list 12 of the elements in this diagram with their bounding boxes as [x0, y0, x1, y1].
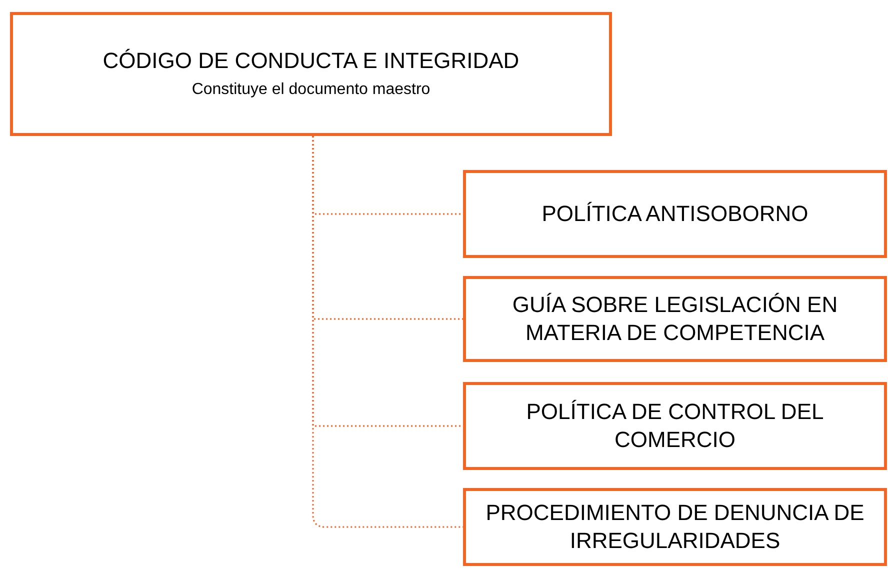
box-title: CÓDIGO DE CONDUCTA E INTEGRIDAD — [102, 47, 520, 75]
box-title: POLÍTICA ANTISOBORNO — [542, 200, 808, 228]
box-title: PROCEDIMIENTO DE DENUNCIA DE IRREGULARIDADES — [484, 499, 866, 555]
document-box — [463, 170, 887, 258]
box-subtitle: Constituye el documento maestro — [192, 80, 430, 100]
document-box — [463, 276, 887, 362]
document-box — [10, 12, 612, 136]
connector-line — [312, 136, 463, 528]
document-box — [463, 382, 887, 470]
box-title: GUÍA SOBRE LEGISLACIÓN EN MATERIA DE COMPETENCIA — [511, 291, 839, 347]
box-title: POLÍTICA DE CONTROL DEL COMERCIO — [525, 398, 825, 454]
document-box — [463, 488, 887, 566]
